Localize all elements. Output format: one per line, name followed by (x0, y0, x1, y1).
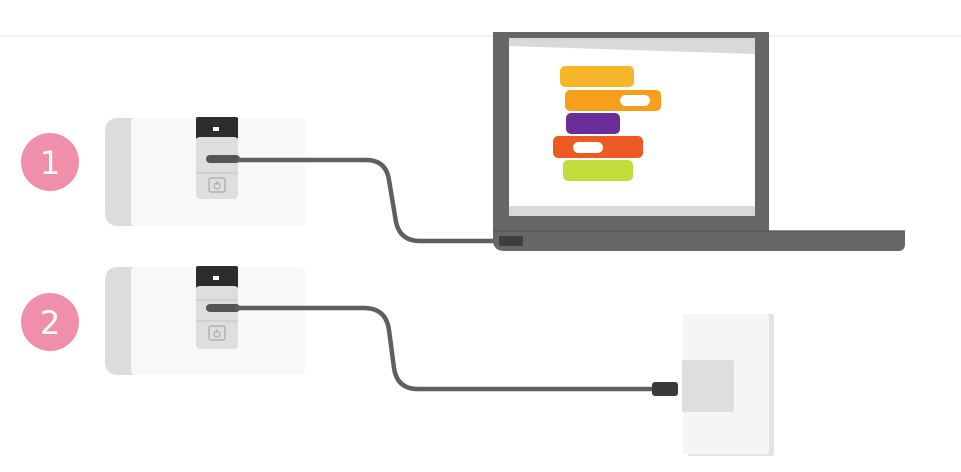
step-1: 1 (21, 117, 503, 244)
step-1-badge-circle (21, 133, 79, 191)
laptop-screen (509, 38, 755, 216)
outlet-socket (682, 360, 734, 412)
power-adapter-plug (652, 382, 678, 396)
laptop-base (493, 231, 905, 251)
step-1-badge: 1 (21, 133, 79, 191)
code-block-purple (566, 113, 620, 134)
step-2-badge-circle (21, 293, 79, 351)
robot-device-1-cap-light (213, 127, 219, 131)
usb-port-icon (206, 304, 240, 312)
step-2-badge: 2 (21, 293, 79, 351)
code-block-yellow (560, 66, 634, 87)
step-2-number: 2 (40, 304, 60, 342)
robot-device-2 (105, 266, 305, 375)
code-block-orange-input (620, 95, 650, 106)
robot-device-1 (105, 117, 305, 226)
usb-cable-2 (235, 305, 661, 392)
step-1-number: 1 (40, 144, 60, 182)
code-blocks-icon (553, 66, 661, 181)
usb-port-icon (206, 155, 240, 163)
laptop-icon (493, 32, 905, 251)
power-button-icon (208, 325, 226, 341)
laptop-screen-footer (509, 206, 755, 216)
power-button-icon (208, 177, 226, 193)
step-2: 2 (21, 266, 774, 456)
code-block-red-input (573, 142, 603, 153)
robot-device-2-cap-light (213, 276, 219, 280)
robot-device-2-body (196, 286, 238, 349)
wall-outlet-icon (652, 314, 774, 456)
code-block-green (563, 160, 633, 181)
laptop-usb-port-icon (499, 236, 523, 246)
laptop-screen-header (509, 38, 755, 54)
usb-cable-1 (235, 157, 503, 244)
robot-device-1-body (196, 137, 238, 199)
